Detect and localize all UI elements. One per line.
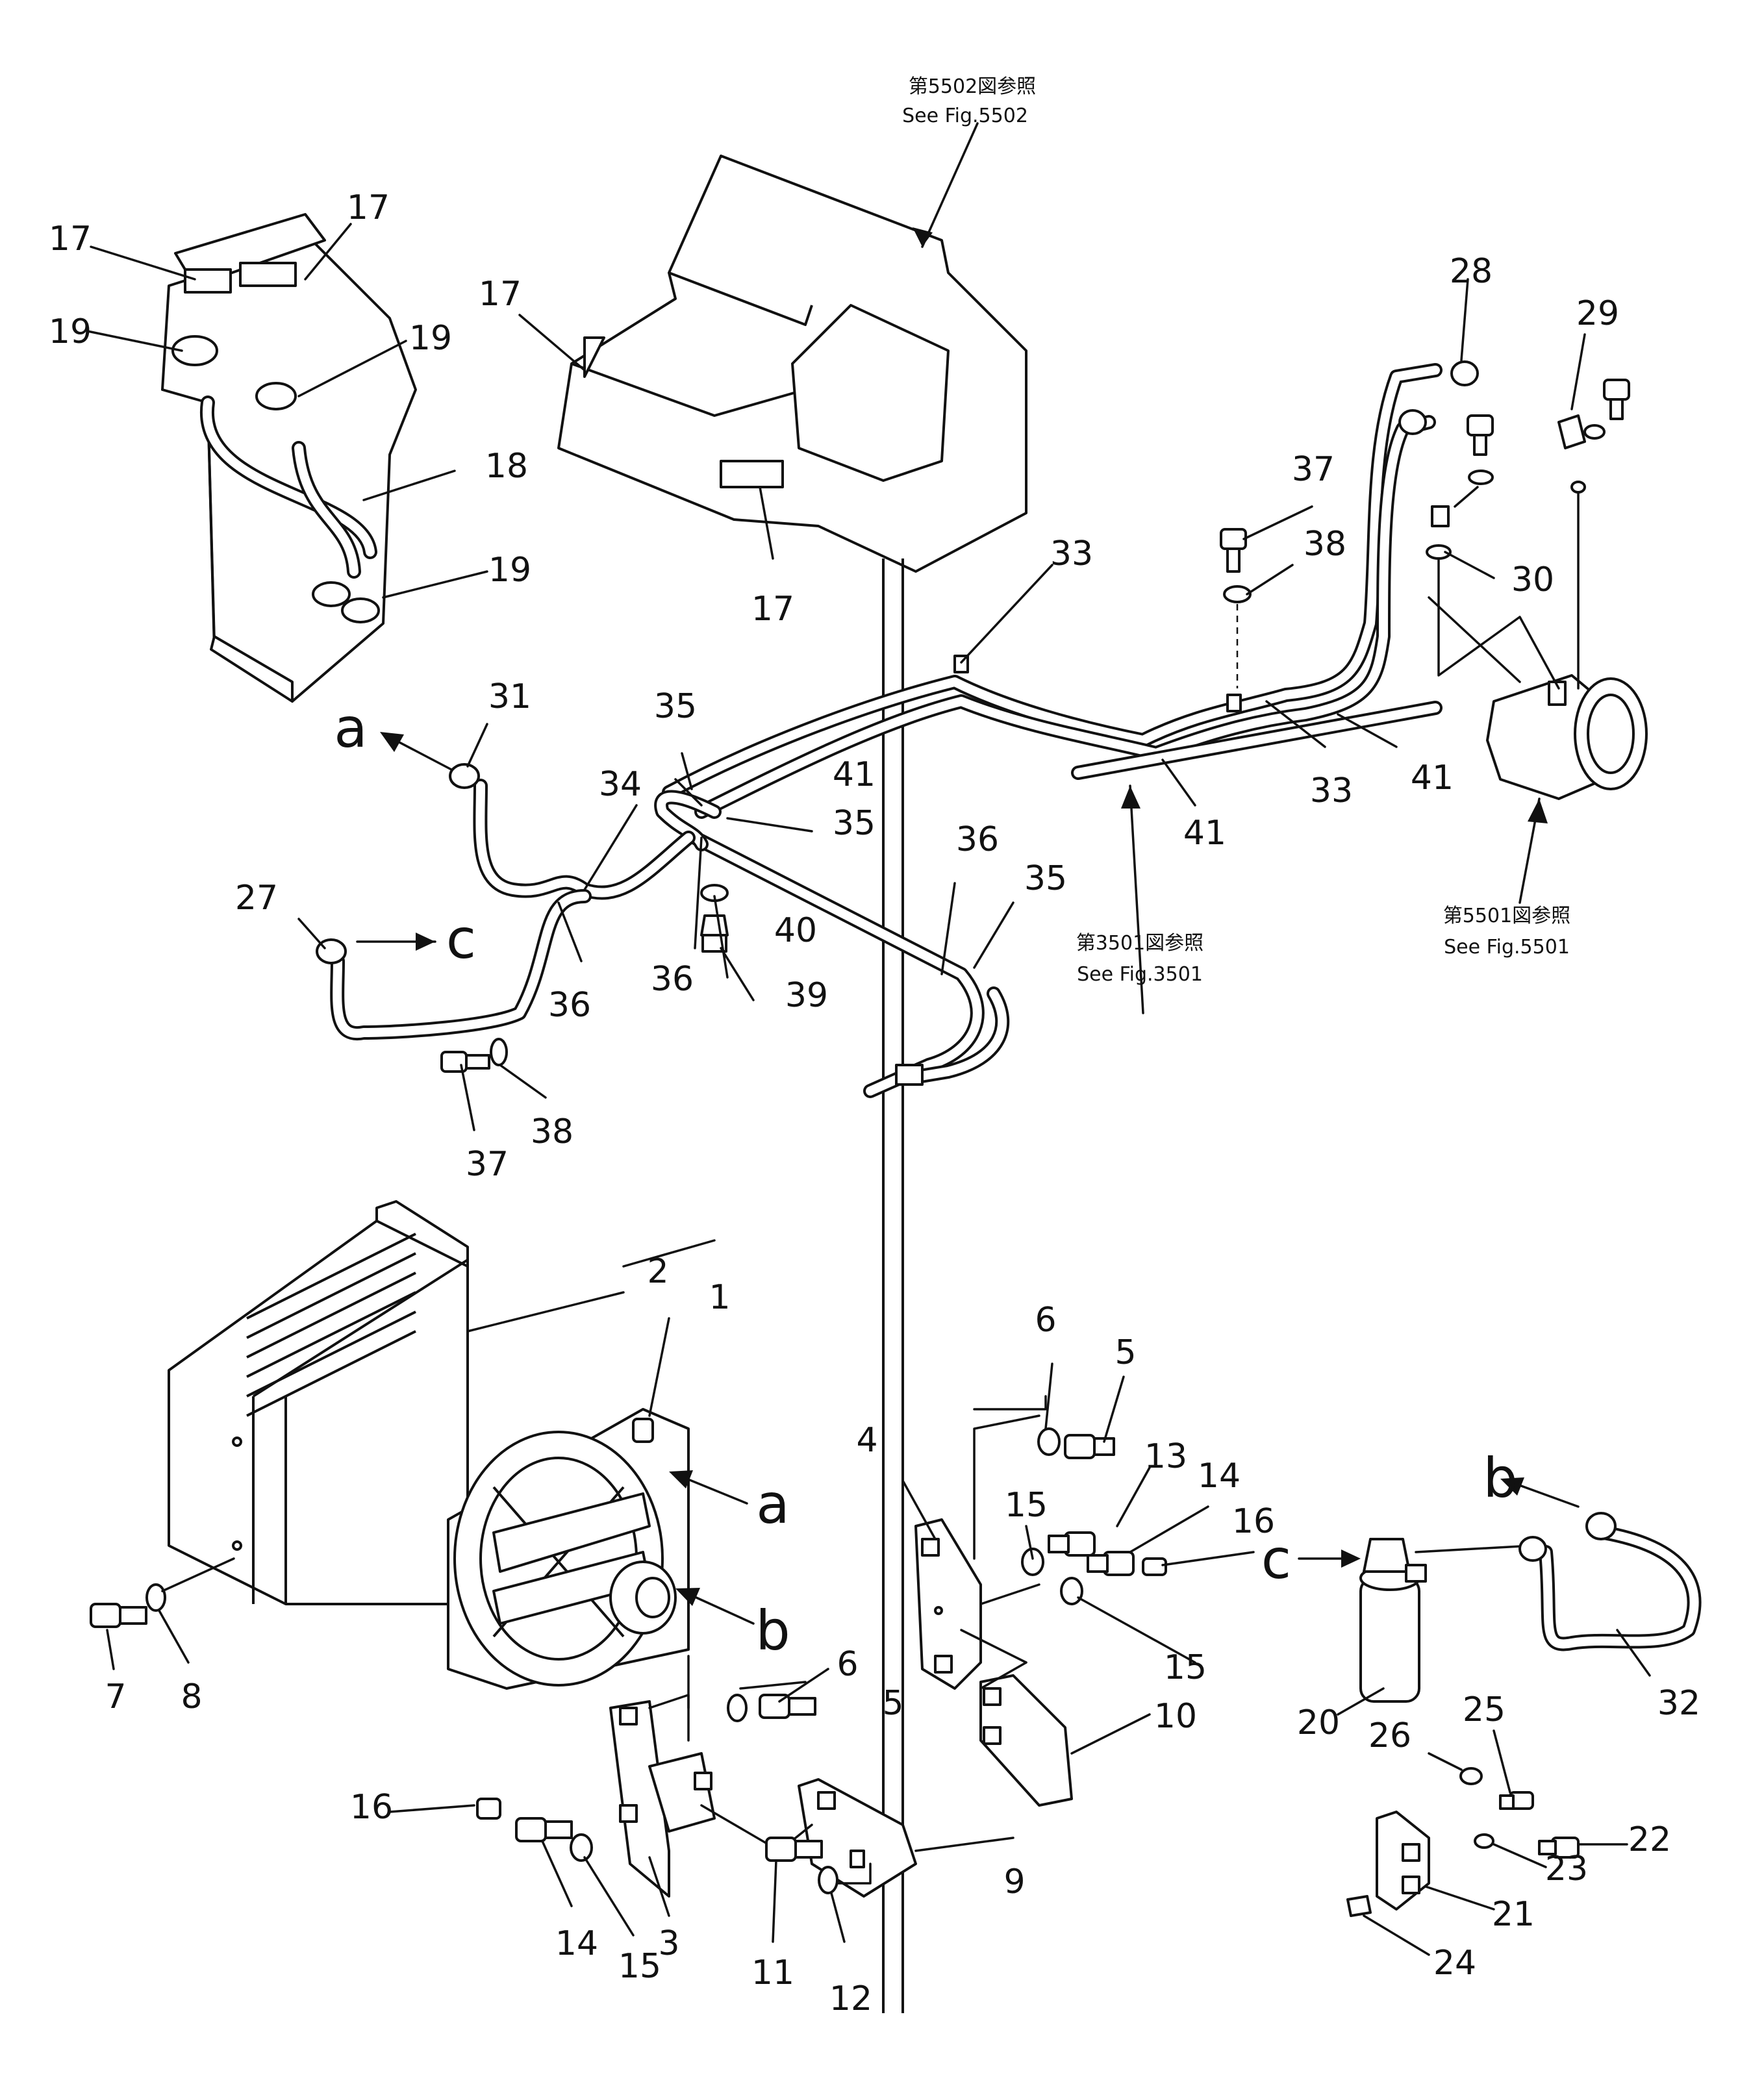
callout-10: 10	[1154, 1697, 1197, 1736]
ref-fig5502-jp: 第5502図参照	[909, 75, 1036, 98]
bracket-3	[609, 1694, 716, 1898]
callout-38: 38	[1304, 525, 1346, 564]
compressor	[1428, 596, 1648, 800]
letter-c-right: c	[1261, 1527, 1291, 1591]
callout-33: 33	[1050, 534, 1093, 573]
callout-1: 1	[709, 1278, 730, 1317]
callout-17: 17	[751, 590, 794, 629]
callout-numbers: 17 17 19 19 18 19 17 17 28 29 30 37 38 3…	[49, 188, 1700, 2018]
callout-20: 20	[1297, 1703, 1340, 1742]
callout-22: 22	[1628, 1820, 1671, 1859]
callout-3: 3	[658, 1924, 679, 1963]
callout-15: 15	[1164, 1648, 1207, 1687]
callout-39: 39	[785, 976, 828, 1015]
callout-5: 5	[882, 1684, 903, 1723]
callout-2: 2	[647, 1252, 668, 1291]
callout-35: 35	[833, 804, 876, 843]
callout-27: 27	[235, 879, 278, 918]
ref-fig5502-en: See Fig.5502	[902, 105, 1028, 127]
callout-25: 25	[1463, 1690, 1506, 1729]
compressor-fittings	[1426, 379, 1630, 690]
callout-15: 15	[1005, 1486, 1048, 1525]
callout-9: 9	[1003, 1863, 1025, 1901]
callout-35: 35	[1024, 859, 1067, 898]
receiver-drier	[1359, 1538, 1534, 1703]
ref-fig3501-en: See Fig.3501	[1077, 963, 1203, 986]
callout-18: 18	[485, 447, 528, 486]
leader-lines	[86, 122, 1651, 1956]
callout-37: 37	[466, 1145, 509, 1184]
condenser-fan	[447, 1408, 690, 1690]
callout-14: 14	[555, 1924, 598, 1963]
callout-11: 11	[751, 1953, 794, 1992]
bolt-7-washer-8	[90, 1557, 235, 1628]
callout-41: 41	[1411, 759, 1454, 797]
callout-35: 35	[654, 687, 697, 726]
callout-30: 30	[1511, 560, 1554, 599]
callout-41: 41	[833, 755, 876, 794]
callout-21: 21	[1492, 1895, 1535, 1934]
hose-32	[1518, 1512, 1702, 1651]
letter-b-condenser: b	[755, 1599, 790, 1662]
callout-14: 14	[1198, 1457, 1241, 1496]
callout-17: 17	[479, 275, 522, 314]
callout-23: 23	[1545, 1850, 1588, 1888]
hose-routing	[316, 360, 1479, 1098]
callout-36: 36	[651, 960, 694, 999]
callout-19: 19	[409, 319, 452, 358]
callout-38: 38	[531, 1112, 573, 1151]
callout-41: 41	[1183, 814, 1226, 853]
callout-16: 16	[1232, 1502, 1275, 1541]
callout-17: 17	[49, 220, 92, 258]
callout-16: 16	[350, 1788, 393, 1827]
callout-15: 15	[618, 1947, 661, 1986]
cooler-unit	[557, 155, 1027, 2013]
callout-5: 5	[1115, 1333, 1136, 1372]
callout-32: 32	[1657, 1684, 1700, 1723]
middle-bolts	[440, 528, 1252, 1073]
callout-36: 36	[548, 986, 591, 1025]
callout-13: 13	[1144, 1437, 1187, 1476]
letter-b-right: b	[1483, 1446, 1517, 1510]
callout-33: 33	[1310, 772, 1353, 810]
callout-6: 6	[837, 1645, 858, 1684]
condenser-shroud	[168, 1200, 625, 1605]
callout-17: 17	[347, 188, 390, 227]
ref-fig5501-en: See Fig.5501	[1444, 936, 1570, 959]
callout-26: 26	[1368, 1716, 1411, 1755]
callout-24: 24	[1433, 1944, 1476, 1983]
bracket-10	[979, 1661, 1073, 1807]
letter-a-top: a	[334, 696, 367, 760]
bolts-bracket-4	[1021, 1427, 1167, 1605]
callout-19: 19	[49, 312, 92, 351]
ref-fig3501-jp: 第3501図参照	[1076, 932, 1203, 955]
heater-unit	[161, 213, 417, 703]
callout-19: 19	[488, 551, 531, 590]
callout-28: 28	[1450, 252, 1493, 291]
callout-4: 4	[856, 1421, 877, 1460]
ref-fig5501-jp: 第5501図参照	[1443, 905, 1570, 927]
callout-31: 31	[488, 677, 531, 716]
callout-34: 34	[599, 765, 642, 804]
bracket-4	[914, 1414, 1040, 1690]
bolts-bottom	[476, 1694, 872, 1894]
connection-arrows	[356, 732, 1580, 1625]
letter-c-left: c	[446, 907, 476, 971]
callout-6: 6	[1035, 1301, 1056, 1340]
callout-37: 37	[1292, 450, 1335, 489]
callout-29: 29	[1576, 294, 1619, 333]
callout-36: 36	[956, 820, 999, 859]
letter-a-condenser: a	[756, 1472, 789, 1536]
callout-8: 8	[181, 1677, 202, 1716]
callout-7: 7	[105, 1677, 126, 1716]
callout-12: 12	[829, 1979, 872, 2018]
bracket-21	[1346, 1767, 1580, 1917]
callout-40: 40	[774, 911, 817, 950]
